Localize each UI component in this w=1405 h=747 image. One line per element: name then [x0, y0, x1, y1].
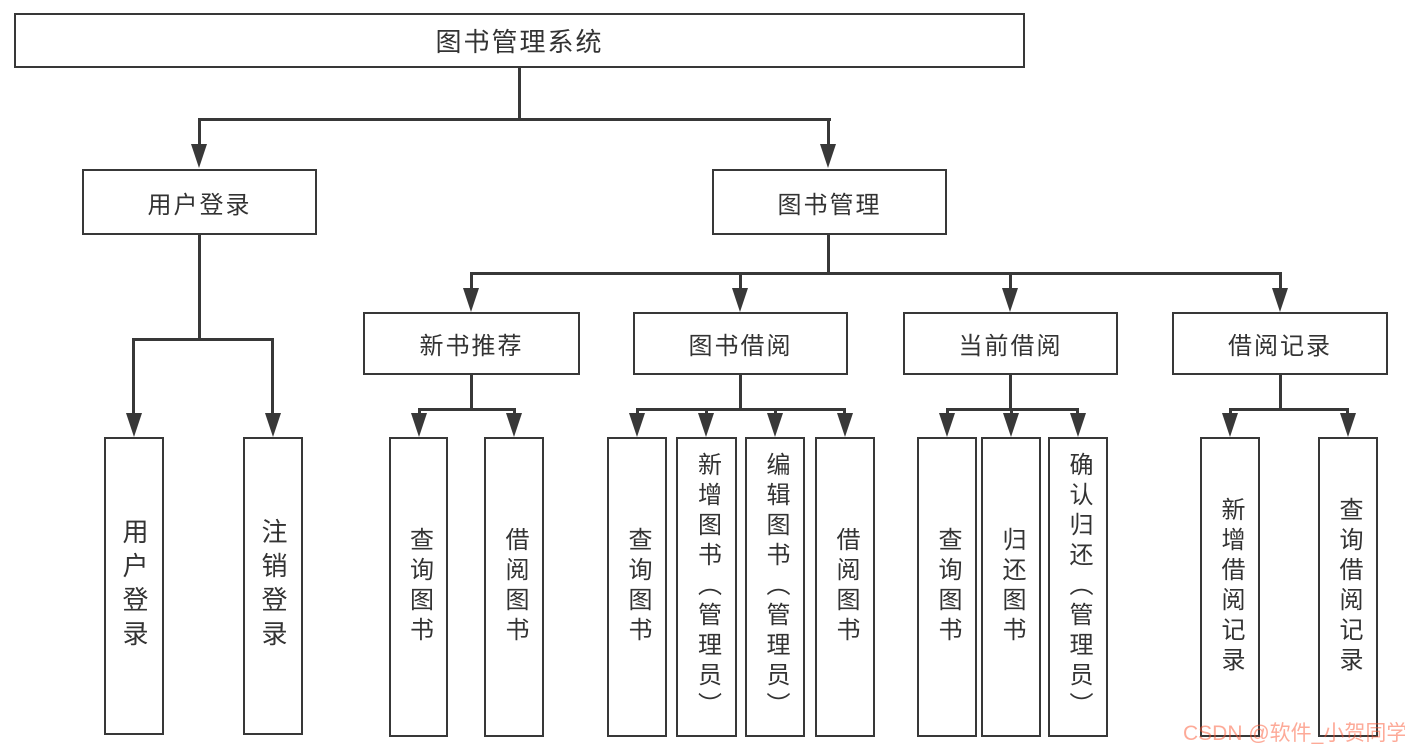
connector-line	[1009, 375, 1012, 408]
arrowhead-down-icon	[1070, 413, 1086, 437]
arrowhead-down-icon	[506, 413, 522, 437]
leaf-confirm-return-admin: 确认归还（管理员）	[1048, 437, 1108, 737]
connector-line	[827, 118, 830, 148]
connector-line	[198, 118, 201, 148]
arrowhead-down-icon	[939, 413, 955, 437]
connector-line	[470, 272, 473, 292]
leaf-logout: 注销登录	[243, 437, 303, 735]
arrowhead-down-icon	[837, 413, 853, 437]
node-library-management-system: 图书管理系统	[14, 13, 1025, 68]
leaf-query-borrow-record: 查询借阅记录	[1318, 437, 1378, 737]
node-book-borrowing: 图书借阅	[633, 312, 848, 375]
arrowhead-down-icon	[820, 144, 836, 168]
connector-line	[470, 375, 473, 408]
connector-line	[1009, 272, 1012, 292]
connector-line	[518, 68, 521, 118]
leaf-edit-books-admin: 编辑图书（管理员）	[745, 437, 805, 737]
arrowhead-down-icon	[1272, 288, 1288, 312]
leaf-query-books: 查询图书	[607, 437, 667, 737]
arrowhead-down-icon	[1222, 413, 1238, 437]
leaf-add-books-admin: 新增图书（管理员）	[676, 437, 737, 737]
connector-line	[827, 235, 830, 275]
leaf-borrow-books: 借阅图书	[484, 437, 544, 737]
arrowhead-down-icon	[1003, 413, 1019, 437]
arrowhead-down-icon	[191, 144, 207, 168]
arrowhead-down-icon	[126, 413, 142, 437]
arrowhead-down-icon	[1340, 413, 1356, 437]
leaf-add-borrow-record: 新增借阅记录	[1200, 437, 1260, 737]
connector-line	[636, 408, 846, 411]
connector-line	[198, 118, 831, 121]
leaf-borrow-books: 借阅图书	[815, 437, 875, 737]
watermark: CSDN @软件_小贺同学	[1183, 722, 1405, 745]
connector-line	[739, 272, 742, 292]
arrowhead-down-icon	[265, 413, 281, 437]
connector-line	[132, 338, 135, 416]
connector-line	[470, 272, 1282, 275]
arrowhead-down-icon	[463, 288, 479, 312]
connector-line	[1229, 408, 1349, 411]
connector-line	[739, 375, 742, 408]
node-new-book-recommendation: 新书推荐	[363, 312, 580, 375]
node-book-management: 图书管理	[712, 169, 947, 235]
connector-line	[198, 235, 201, 338]
connector-line	[271, 338, 274, 416]
arrowhead-down-icon	[629, 413, 645, 437]
node-borrowing-records: 借阅记录	[1172, 312, 1388, 375]
node-user-login: 用户登录	[82, 169, 317, 235]
leaf-query-books: 查询图书	[389, 437, 448, 737]
leaf-query-books: 查询图书	[917, 437, 977, 737]
leaf-return-books: 归还图书	[981, 437, 1041, 737]
node-current-borrowing: 当前借阅	[903, 312, 1118, 375]
connector-line	[1279, 272, 1282, 292]
arrowhead-down-icon	[698, 413, 714, 437]
connector-line	[132, 338, 274, 341]
connector-line	[418, 408, 516, 411]
arrowhead-down-icon	[411, 413, 427, 437]
leaf-user-login: 用户登录	[104, 437, 164, 735]
arrowhead-down-icon	[767, 413, 783, 437]
connector-line	[1279, 375, 1282, 408]
arrowhead-down-icon	[1002, 288, 1018, 312]
arrowhead-down-icon	[732, 288, 748, 312]
